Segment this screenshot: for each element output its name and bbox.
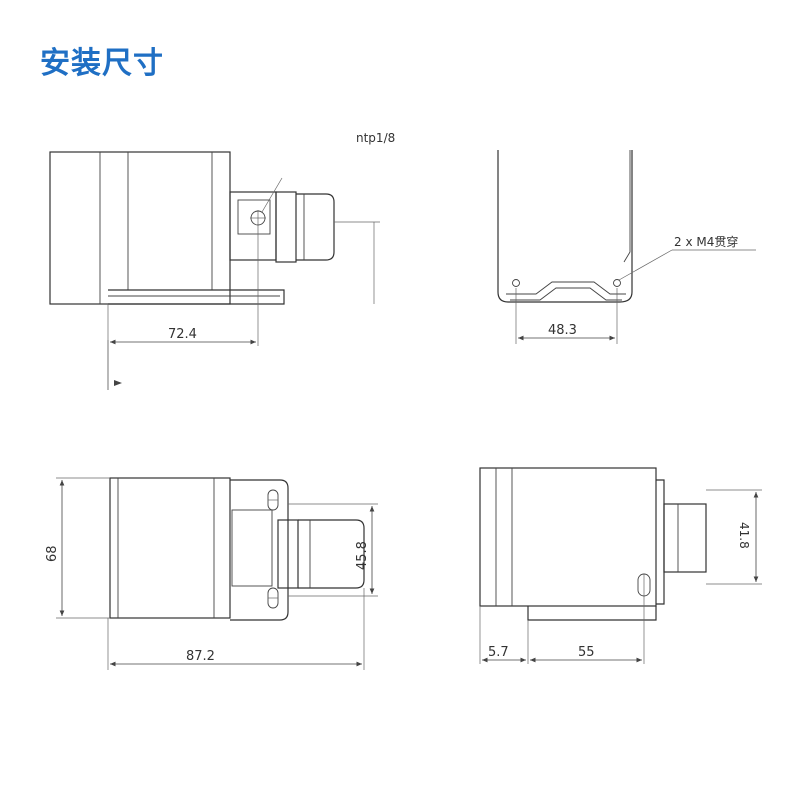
dimension-87-2: 87.2 xyxy=(186,649,215,664)
dimension-45-8: 45.8 xyxy=(355,541,370,570)
thread-label: ntp1/8 xyxy=(356,131,395,145)
dimension-48-3: 48.3 xyxy=(548,323,577,338)
dimension-55: 55 xyxy=(578,645,595,660)
top-view: 5.7 55 41.8 xyxy=(479,467,762,664)
dimension-72-4: 72.4 xyxy=(168,327,197,342)
side-view: ntp1/8 72.4 xyxy=(49,131,395,390)
bottom-view: 2 x M4贯穿 48.3 xyxy=(497,150,756,344)
dimension-small: 5.7 xyxy=(488,645,509,660)
dimension-right-vertical: 41.8 xyxy=(737,522,751,549)
page-title: 安装尺寸 xyxy=(40,46,164,81)
dimension-68: 68 xyxy=(45,545,60,562)
front-view: 68 45.8 87.2 xyxy=(45,340,378,670)
holes-label: 2 x M4贯穿 xyxy=(674,234,738,249)
